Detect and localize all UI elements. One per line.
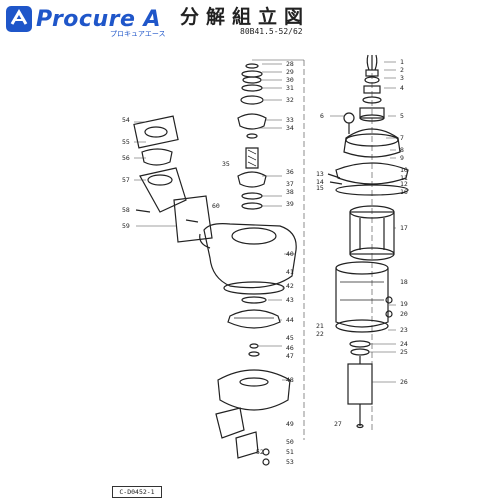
motor-cover-assembly bbox=[327, 112, 409, 196]
part-callout-32: 32 bbox=[286, 96, 294, 104]
part-callout-33: 33 bbox=[286, 116, 294, 124]
part-callout-34: 34 bbox=[286, 124, 294, 132]
logo-tagline: プロキュアエース bbox=[110, 30, 166, 38]
part-callout-15: 15 bbox=[316, 184, 324, 192]
part-callout-35: 35 bbox=[222, 160, 230, 168]
part-callout-21: 21 bbox=[316, 322, 324, 330]
part-callout-16: 16 bbox=[400, 188, 408, 196]
seal-bearing-stack bbox=[237, 63, 267, 210]
model-number: 80B41.5-52/62 bbox=[240, 27, 303, 36]
part-callout-30: 30 bbox=[286, 76, 294, 84]
part-callout-3: 3 bbox=[400, 74, 404, 82]
part-callout-8: 8 bbox=[400, 146, 404, 154]
part-callout-26: 26 bbox=[400, 378, 408, 386]
part-callout-38: 38 bbox=[286, 188, 294, 196]
left-centerline bbox=[252, 59, 305, 440]
part-callout-29: 29 bbox=[286, 68, 294, 76]
part-callout-55: 55 bbox=[122, 138, 130, 146]
part-callout-44: 44 bbox=[286, 316, 294, 324]
part-callout-10: 10 bbox=[400, 166, 408, 174]
part-callout-18: 18 bbox=[400, 278, 408, 286]
part-callout-59: 59 bbox=[122, 222, 130, 230]
leader-lines bbox=[134, 61, 396, 383]
part-callout-25: 25 bbox=[400, 348, 408, 356]
diagram-title: 分解組立図 bbox=[180, 6, 311, 28]
part-callout-1: 1 bbox=[400, 58, 404, 66]
part-callout-2: 2 bbox=[400, 66, 404, 74]
part-callout-11: 11 bbox=[400, 174, 408, 182]
part-callout-31: 31 bbox=[286, 84, 294, 92]
drawing-number: C-D0452-1 bbox=[112, 486, 162, 498]
discharge-elbow bbox=[133, 115, 213, 243]
part-callout-41: 41 bbox=[286, 268, 294, 276]
part-callout-39: 39 bbox=[286, 200, 294, 208]
stator bbox=[349, 205, 395, 261]
part-callout-24: 24 bbox=[400, 340, 408, 348]
part-callout-5: 5 bbox=[400, 112, 404, 120]
logo-brand-text: Procure A bbox=[36, 7, 162, 32]
part-callout-12: 12 bbox=[400, 180, 408, 188]
part-callout-57: 57 bbox=[122, 176, 130, 184]
logo-badge-icon bbox=[6, 6, 32, 32]
part-callout-48: 48 bbox=[286, 376, 294, 384]
part-callout-20: 20 bbox=[400, 310, 408, 318]
part-callout-7: 7 bbox=[400, 134, 404, 142]
part-callout-4: 4 bbox=[400, 84, 404, 92]
part-callout-53: 53 bbox=[286, 458, 294, 466]
part-callout-49: 49 bbox=[286, 420, 294, 428]
part-callout-37: 37 bbox=[286, 180, 294, 188]
part-callout-19: 19 bbox=[400, 300, 408, 308]
part-callout-46: 46 bbox=[286, 344, 294, 352]
part-callout-60: 60 bbox=[212, 202, 220, 210]
part-callout-23: 23 bbox=[400, 326, 408, 334]
part-callout-54: 54 bbox=[122, 116, 130, 124]
motor-frame bbox=[335, 261, 393, 333]
part-callout-58: 58 bbox=[122, 206, 130, 214]
part-callout-27: 27 bbox=[334, 420, 342, 428]
part-callout-22: 22 bbox=[316, 330, 324, 338]
part-callout-40: 40 bbox=[286, 250, 294, 258]
part-callout-14: 14 bbox=[316, 178, 324, 186]
pump-casing bbox=[199, 223, 297, 295]
part-callout-36: 36 bbox=[286, 168, 294, 176]
part-callout-45: 45 bbox=[286, 334, 294, 342]
part-callout-13: 13 bbox=[316, 170, 324, 178]
part-callout-56: 56 bbox=[122, 154, 130, 162]
part-callout-28: 28 bbox=[286, 60, 294, 68]
cable-assembly bbox=[359, 54, 385, 122]
rotor-shaft bbox=[347, 340, 373, 429]
part-callout-50: 50 bbox=[286, 438, 294, 446]
part-callout-42: 42 bbox=[286, 282, 294, 290]
impeller-bottom bbox=[215, 296, 291, 466]
part-callout-17: 17 bbox=[400, 224, 408, 232]
part-callout-6: 6 bbox=[320, 112, 324, 120]
part-callout-43: 43 bbox=[286, 296, 294, 304]
part-callout-51: 51 bbox=[286, 448, 294, 456]
procure-a-logo[interactable]: Procure A プロキュアエース bbox=[6, 4, 192, 38]
part-callout-52: 52 bbox=[256, 448, 264, 456]
part-callout-9: 9 bbox=[400, 154, 404, 162]
part-callout-47: 47 bbox=[286, 352, 294, 360]
